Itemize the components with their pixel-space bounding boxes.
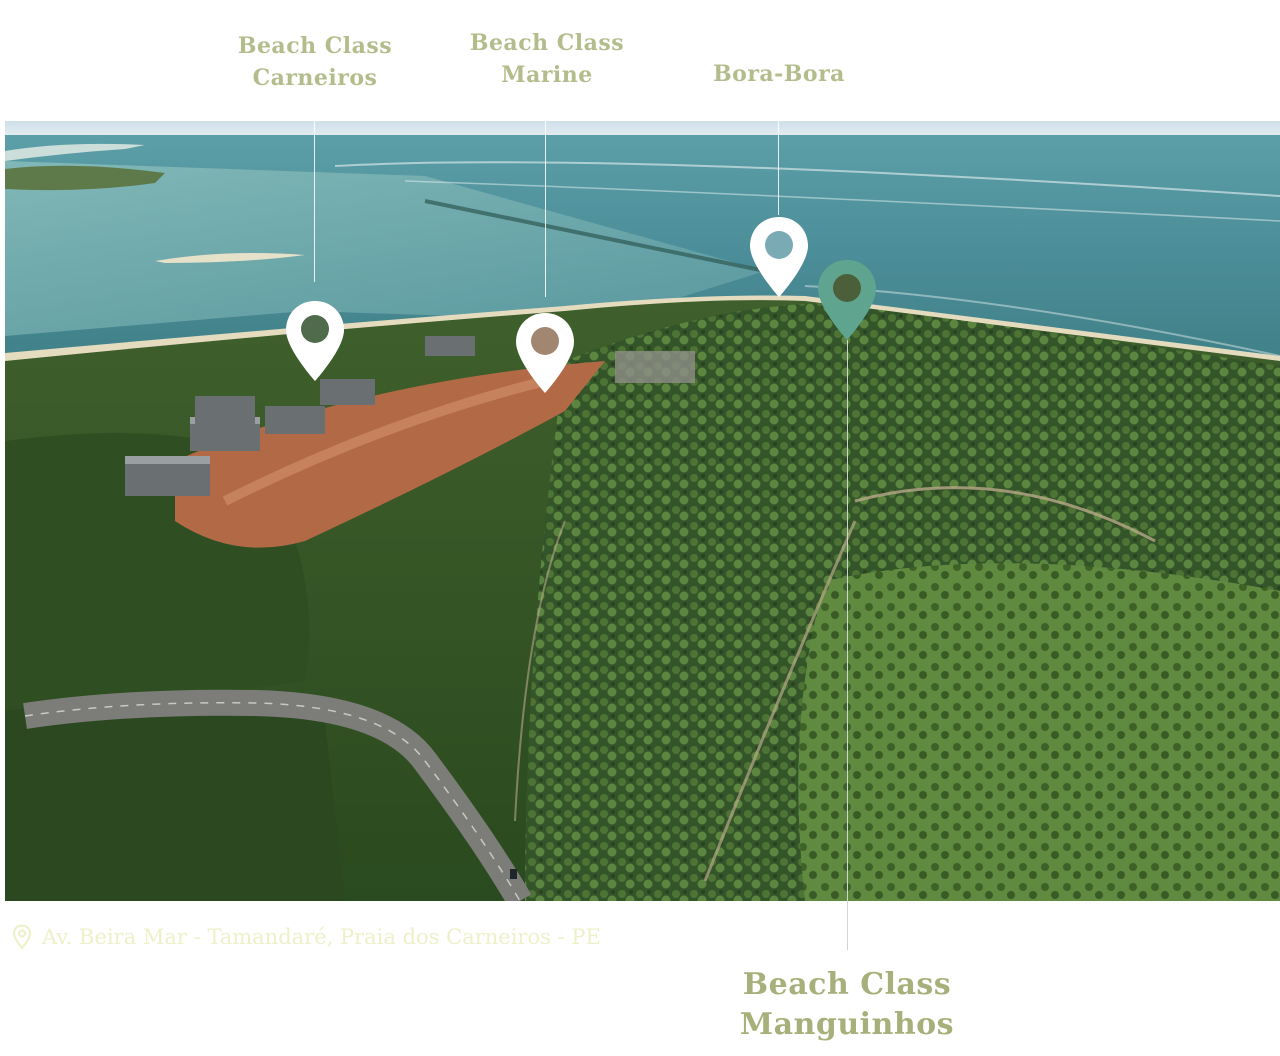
leader-line-bora-bora (778, 92, 779, 215)
map-pin-icon[interactable] (748, 215, 810, 299)
label-line: Manguinhos (739, 1007, 955, 1042)
address: Av. Beira Mar - Tamandaré, Praia dos Car… (12, 922, 601, 952)
map-pin-icon[interactable] (816, 258, 878, 342)
map-pin-icon[interactable] (514, 311, 576, 395)
label-beach-class-marine: Beach Class Marine (447, 27, 647, 91)
address-text: Av. Beira Mar - Tamandaré, Praia dos Car… (42, 925, 601, 949)
label-beach-class-carneiros: Beach Class Carneiros (215, 30, 415, 94)
label-bora-bora: Bora-Bora (679, 58, 879, 90)
label-line: Bora-Bora (713, 61, 845, 87)
location-pin-icon (12, 924, 32, 950)
map-pin-icon[interactable] (284, 299, 346, 383)
leader-line-carneiros (314, 96, 315, 282)
label-line: Carneiros (252, 65, 378, 91)
label-line: Marine (501, 62, 593, 88)
label-beach-class-manguinhos: Beach Class Manguinhos (697, 965, 997, 1045)
leader-line-manguinhos (847, 340, 848, 950)
leader-line-marine (545, 92, 546, 297)
label-line: Beach Class (742, 967, 952, 1002)
label-line: Beach Class (469, 30, 625, 56)
aerial-photo (5, 121, 1280, 901)
aerial-illustration (5, 121, 1280, 901)
label-line: Beach Class (237, 33, 393, 59)
